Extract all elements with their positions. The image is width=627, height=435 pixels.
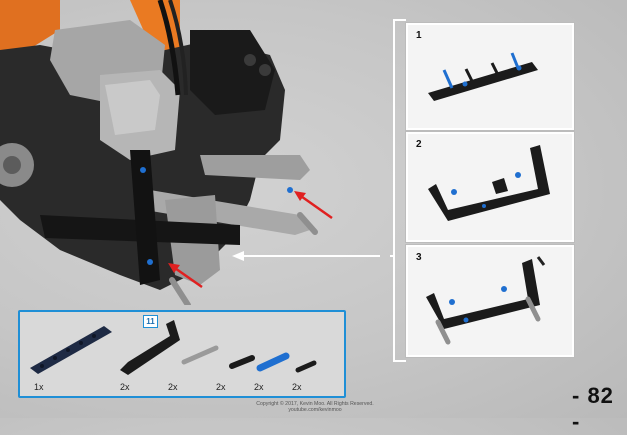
orange-beam-right xyxy=(130,0,180,55)
orange-beam-left xyxy=(0,0,60,55)
model-illustration xyxy=(0,0,380,305)
gray-axle-part xyxy=(181,345,219,365)
callout-step-3: 3 xyxy=(406,245,574,357)
black-housing xyxy=(190,30,275,115)
part-quantity: 2x xyxy=(120,382,130,392)
blue-pin xyxy=(287,187,293,193)
black-pin-part xyxy=(229,355,255,369)
linkage-upper xyxy=(200,155,310,180)
part-quantity: 2x xyxy=(254,382,264,392)
black-pin-small-part xyxy=(295,360,317,373)
beam-illustration xyxy=(428,145,550,221)
callout-step-number: 3 xyxy=(416,252,422,263)
part-quantity: 2x xyxy=(216,382,226,392)
part-quantity: 2x xyxy=(168,382,178,392)
black-l-beam-part xyxy=(120,320,180,375)
copyright-line: Copyright © 2017, Kevin Moo. All Rights … xyxy=(256,401,374,407)
copyright-url: youtube.com/kevinmoo xyxy=(288,407,342,413)
indicator-arrow xyxy=(171,264,203,289)
indicator-arrow xyxy=(297,192,333,220)
callout-step-number: 2 xyxy=(416,139,422,150)
submodel-badge: 11 xyxy=(143,315,158,328)
blue-pin-part xyxy=(256,352,290,372)
callout-step-number: 1 xyxy=(416,30,422,41)
parts-illustrations xyxy=(30,320,317,375)
beam-illustration xyxy=(428,52,538,101)
callout-connector xyxy=(390,19,406,362)
part-quantity: 1x xyxy=(34,382,44,392)
callout-step-2: 2 xyxy=(406,132,574,242)
page-number: - 82 - xyxy=(572,383,614,434)
blue-pin xyxy=(147,259,153,265)
part-quantity: 2x xyxy=(292,382,302,392)
gray-axle xyxy=(169,277,191,305)
dark-blue-beam-part xyxy=(30,326,112,374)
beam-illustration xyxy=(426,256,546,345)
parts-list: 11 1x 2x 2x 2x 2x xyxy=(18,310,346,398)
copyright-notice: Copyright © 2017, Kevin Moo. All Rights … xyxy=(240,401,390,413)
callout-step-1: 1 xyxy=(406,23,574,130)
